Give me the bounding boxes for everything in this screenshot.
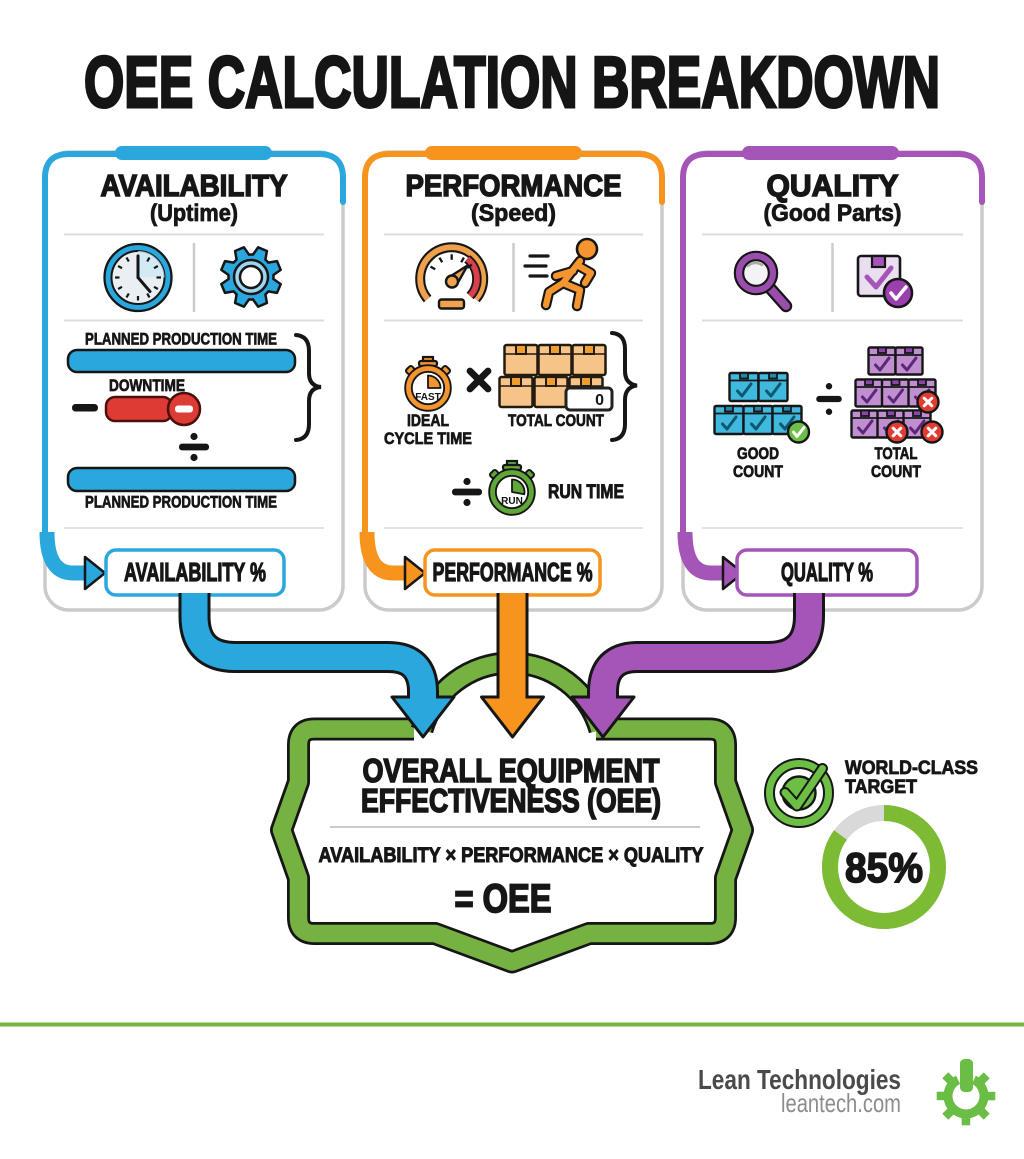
svg-text:RUN TIME: RUN TIME xyxy=(548,482,624,503)
svg-text:PLANNED PRODUCTION TIME: PLANNED PRODUCTION TIME xyxy=(85,494,277,512)
svg-text:(Speed): (Speed) xyxy=(471,200,556,227)
svg-text:PLANNED PRODUCTION TIME: PLANNED PRODUCTION TIME xyxy=(85,331,277,349)
svg-text:(Uptime): (Uptime) xyxy=(150,200,238,227)
svg-text:COUNT: COUNT xyxy=(733,463,783,481)
svg-text:leantech.com: leantech.com xyxy=(781,1088,901,1118)
svg-text:(Good Parts): (Good Parts) xyxy=(764,200,902,227)
svg-text:GOOD: GOOD xyxy=(737,445,779,463)
svg-text:AVAILABILITY: AVAILABILITY xyxy=(101,168,288,203)
svg-text:PERFORMANCE %: PERFORMANCE % xyxy=(433,557,593,587)
svg-text:QUALITY %: QUALITY % xyxy=(781,557,873,587)
svg-text:EFFECTIVENESS (OEE): EFFECTIVENESS (OEE) xyxy=(361,782,661,819)
svg-text:DOWNTIME: DOWNTIME xyxy=(109,377,185,395)
svg-text:OVERALL EQUIPMENT: OVERALL EQUIPMENT xyxy=(363,752,660,789)
svg-text:TARGET: TARGET xyxy=(845,777,917,798)
svg-text:OEE CALCULATION BREAKDOWN: OEE CALCULATION BREAKDOWN xyxy=(84,43,940,123)
svg-text:AVAILABILITY %: AVAILABILITY % xyxy=(124,557,266,587)
svg-text:85%: 85% xyxy=(845,844,923,891)
svg-text:FAST: FAST xyxy=(415,392,441,403)
svg-text:Lean Technologies: Lean Technologies xyxy=(698,1064,901,1095)
svg-text:WORLD-CLASS: WORLD-CLASS xyxy=(845,758,978,779)
svg-text:TOTAL: TOTAL xyxy=(875,445,918,463)
svg-text:COUNT: COUNT xyxy=(871,463,921,481)
svg-text:QUALITY: QUALITY xyxy=(767,168,899,203)
svg-text:CYCLE TIME: CYCLE TIME xyxy=(384,430,472,448)
svg-text:AVAILABILITY × PERFORMANCE × Q: AVAILABILITY × PERFORMANCE × QUALITY xyxy=(319,844,704,867)
svg-text:0: 0 xyxy=(595,392,604,409)
svg-text:TOTAL COUNT: TOTAL COUNT xyxy=(508,412,604,430)
svg-text:= OEE: = OEE xyxy=(455,877,552,921)
svg-text:IDEAL: IDEAL xyxy=(407,412,449,430)
svg-text:PERFORMANCE: PERFORMANCE xyxy=(406,168,622,203)
svg-text:RUN: RUN xyxy=(501,496,523,507)
